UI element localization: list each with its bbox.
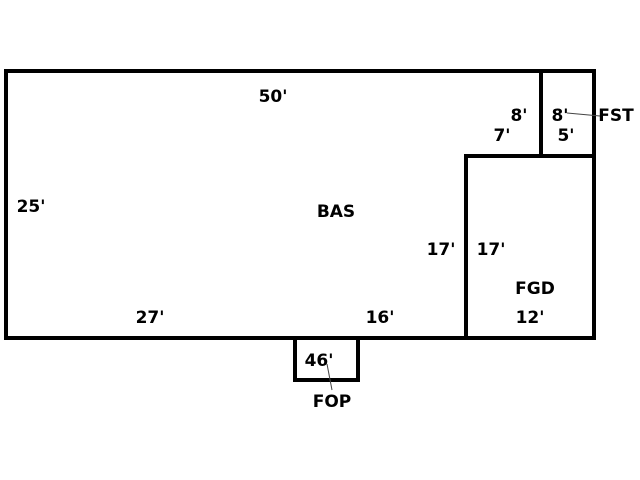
fgd-bottom-dimension: 12' [516, 308, 545, 328]
bas-right-lower-dimension: 17' [427, 240, 456, 260]
bas-label: BAS [317, 202, 355, 222]
fst-leader-line [566, 112, 601, 117]
fst-left-dimension: 8' [551, 106, 568, 126]
fst-bottom-dimension: 5' [557, 126, 574, 146]
bas-step-dimension: 7' [493, 126, 510, 146]
bas-right-upper-dimension: 8' [510, 106, 527, 126]
bas-top-dimension: 50' [259, 87, 288, 107]
fop-box [293, 336, 360, 382]
fgd-label: FGD [515, 279, 555, 299]
fop-area: 46' [305, 351, 334, 371]
fop-label: FOP [313, 392, 352, 412]
bas-bottom-left-dimension: 27' [136, 308, 165, 328]
bas-bottom-right-dimension: 16' [366, 308, 395, 328]
fst-label: FST [598, 106, 634, 126]
fop-leader-line [326, 363, 333, 391]
outer-wall [4, 69, 596, 340]
bas-left-dimension: 25' [17, 197, 46, 217]
fgd-left-dimension: 17' [477, 240, 506, 260]
